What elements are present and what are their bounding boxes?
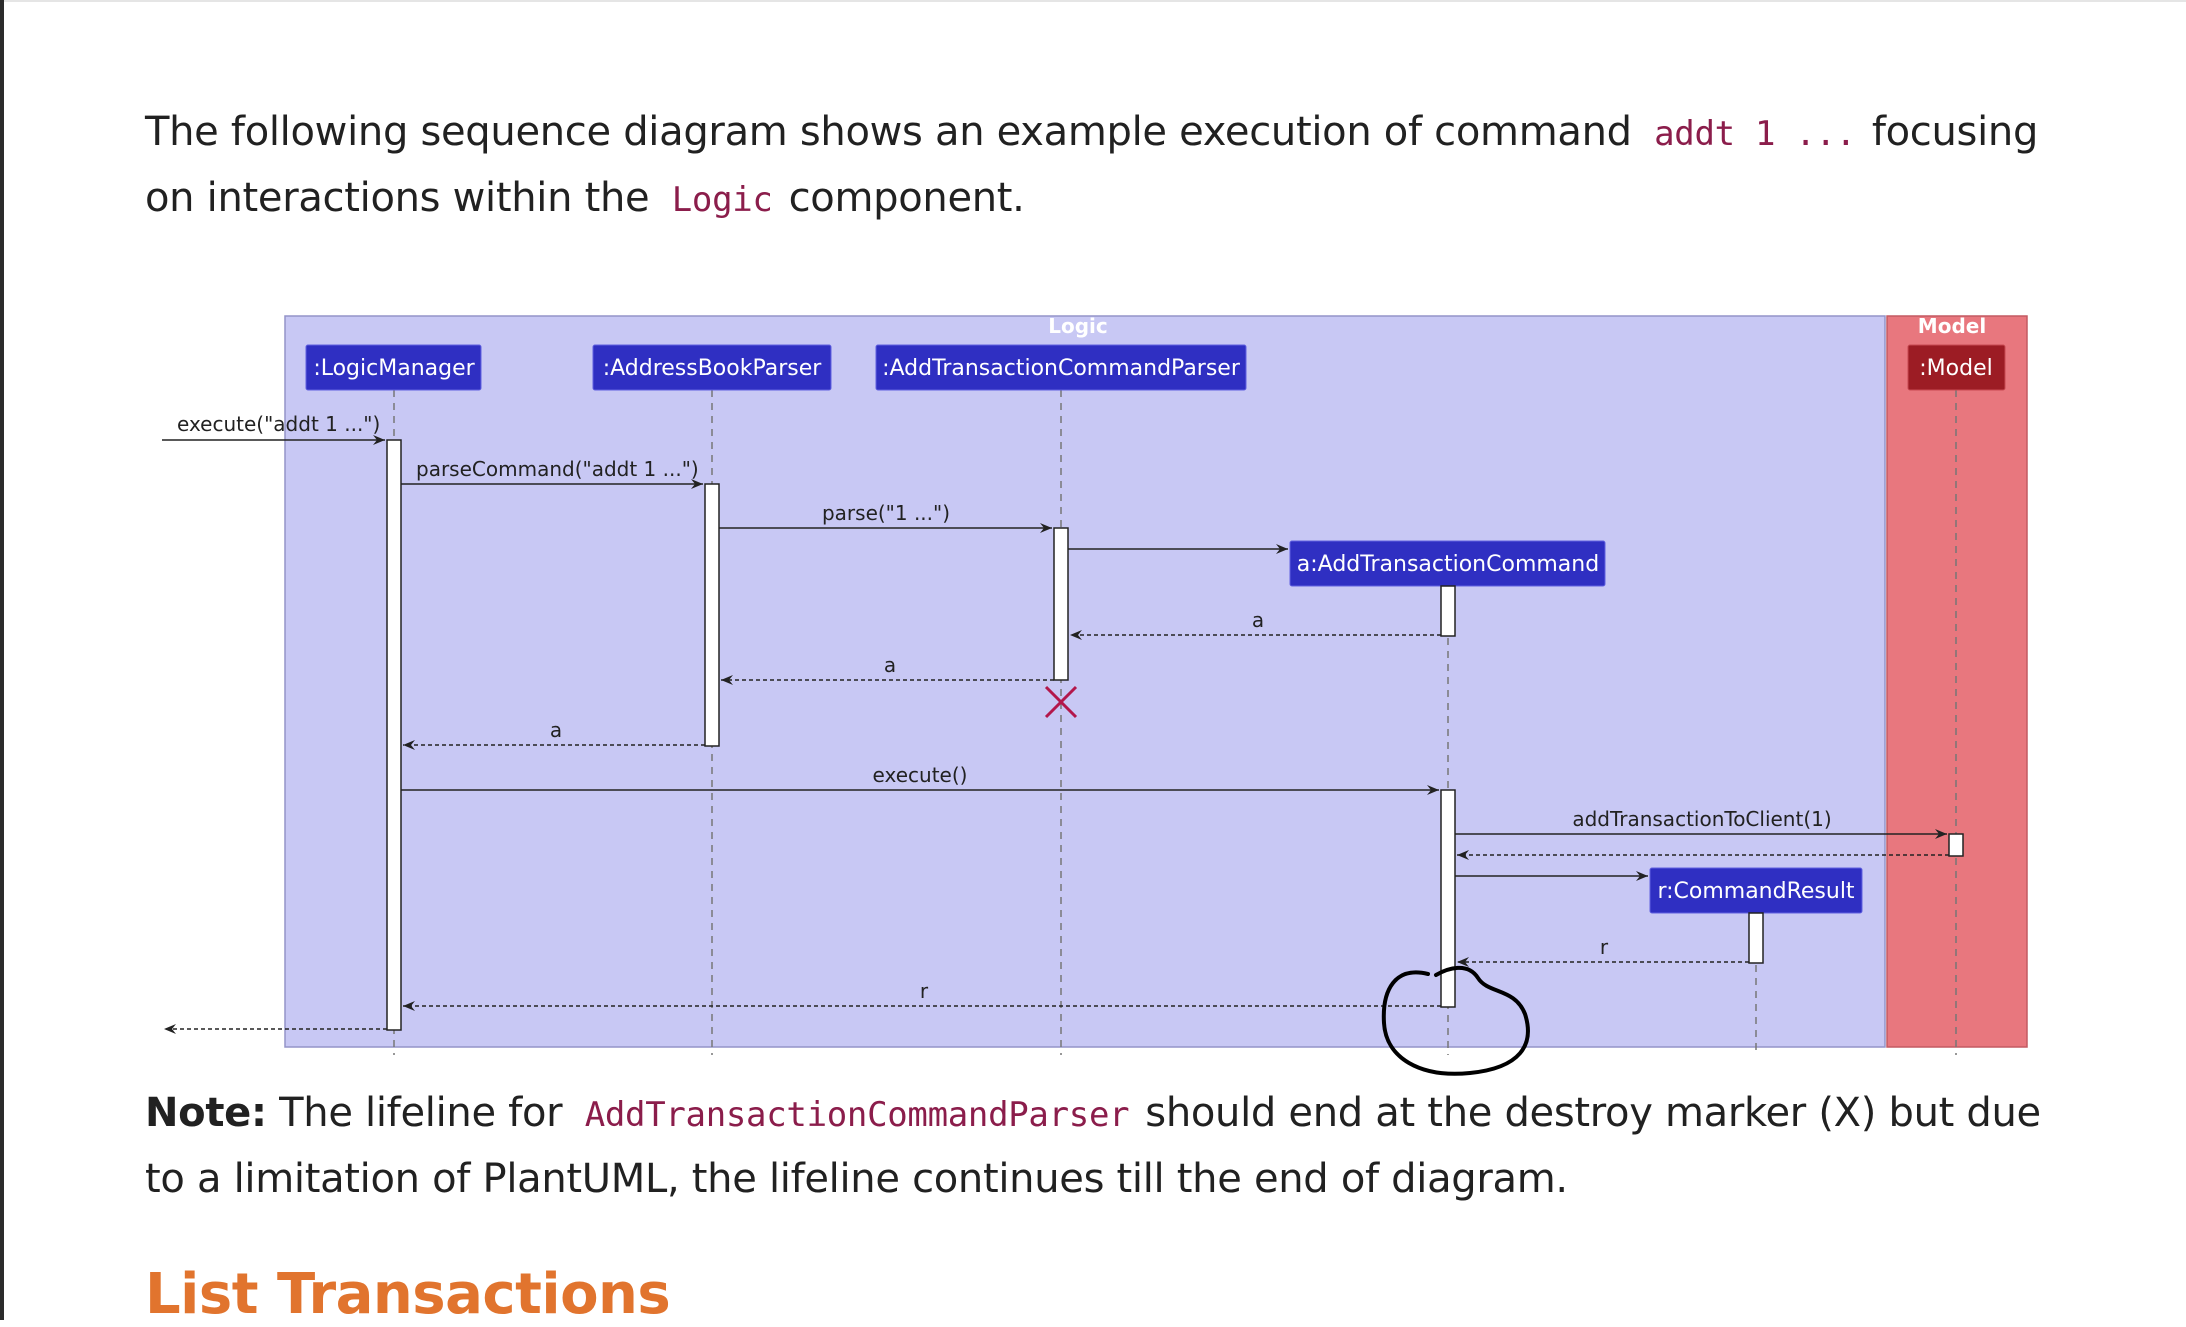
intro-paragraph: The following sequence diagram shows an … bbox=[145, 100, 2065, 232]
label-return-a-2: a bbox=[884, 653, 896, 677]
participant-add-transaction-command-parser bbox=[875, 344, 1247, 391]
note-label: Note: bbox=[145, 1090, 267, 1136]
model-box-label: Model bbox=[1918, 314, 1986, 338]
note-text-after: should end at the destroy marker (X) but… bbox=[145, 1090, 2041, 1202]
participant-add-transaction-command-label: a:AddTransactionCommand bbox=[1297, 552, 1599, 577]
top-rule bbox=[0, 0, 2186, 2]
participant-address-book-parser bbox=[592, 344, 832, 391]
participant-address-book-parser-label: :AddressBookParser bbox=[603, 356, 823, 381]
activation-add-transaction-command-parser bbox=[1053, 527, 1069, 681]
model-box bbox=[1886, 315, 2028, 1048]
label-return-r-1: r bbox=[1600, 935, 1609, 959]
intro-text-middle: focusing on interactions within the bbox=[145, 109, 2039, 221]
intro-text-after: component. bbox=[788, 175, 1025, 221]
intro-component-code: Logic bbox=[671, 180, 773, 220]
note-code: AddTransactionCommandParser bbox=[584, 1095, 1130, 1135]
participant-command-result-label: r:CommandResult bbox=[1657, 879, 1854, 904]
label-execute-command: execute() bbox=[873, 763, 968, 787]
activation-command-result bbox=[1748, 912, 1764, 964]
participant-logic-manager-label: :LogicManager bbox=[313, 356, 475, 381]
participant-add-transaction-command-parser-label: :AddTransactionCommandParser bbox=[882, 356, 1241, 381]
participant-model bbox=[1907, 344, 2006, 391]
destroy-marker bbox=[1044, 685, 1078, 719]
intro-text-before: The following sequence diagram shows an … bbox=[145, 109, 1632, 155]
note-paragraph: Note: The lifeline for AddTransactionCom… bbox=[145, 1081, 2065, 1211]
note-text-before: The lifeline for bbox=[279, 1090, 563, 1136]
label-parse: parse("1 ...") bbox=[822, 501, 950, 525]
left-border bbox=[0, 0, 4, 1320]
label-add-transaction-to-client: addTransactionToClient(1) bbox=[1572, 807, 1831, 831]
label-return-a-1: a bbox=[1252, 608, 1264, 632]
section-heading: List Transactions bbox=[145, 1262, 671, 1327]
activation-logic-manager bbox=[386, 439, 402, 1031]
logic-box-label: Logic bbox=[1048, 314, 1108, 338]
label-execute-call: execute("addt 1 ...") bbox=[177, 412, 380, 436]
intro-command-code: addt 1 ... bbox=[1654, 114, 1856, 154]
activation-add-transaction-command-constructor bbox=[1440, 585, 1456, 637]
label-return-r-2: r bbox=[920, 979, 929, 1003]
participant-logic-manager bbox=[305, 344, 482, 391]
activation-add-transaction-command-execute bbox=[1440, 789, 1456, 1008]
participant-model-label: :Model bbox=[1919, 356, 1992, 381]
annotation-circle bbox=[1381, 965, 1530, 1076]
label-return-a-3: a bbox=[550, 718, 562, 742]
label-parse-command: parseCommand("addt 1 ...") bbox=[416, 457, 699, 481]
activation-model bbox=[1948, 833, 1964, 857]
logic-box bbox=[284, 315, 1886, 1048]
activation-address-book-parser bbox=[704, 483, 720, 747]
